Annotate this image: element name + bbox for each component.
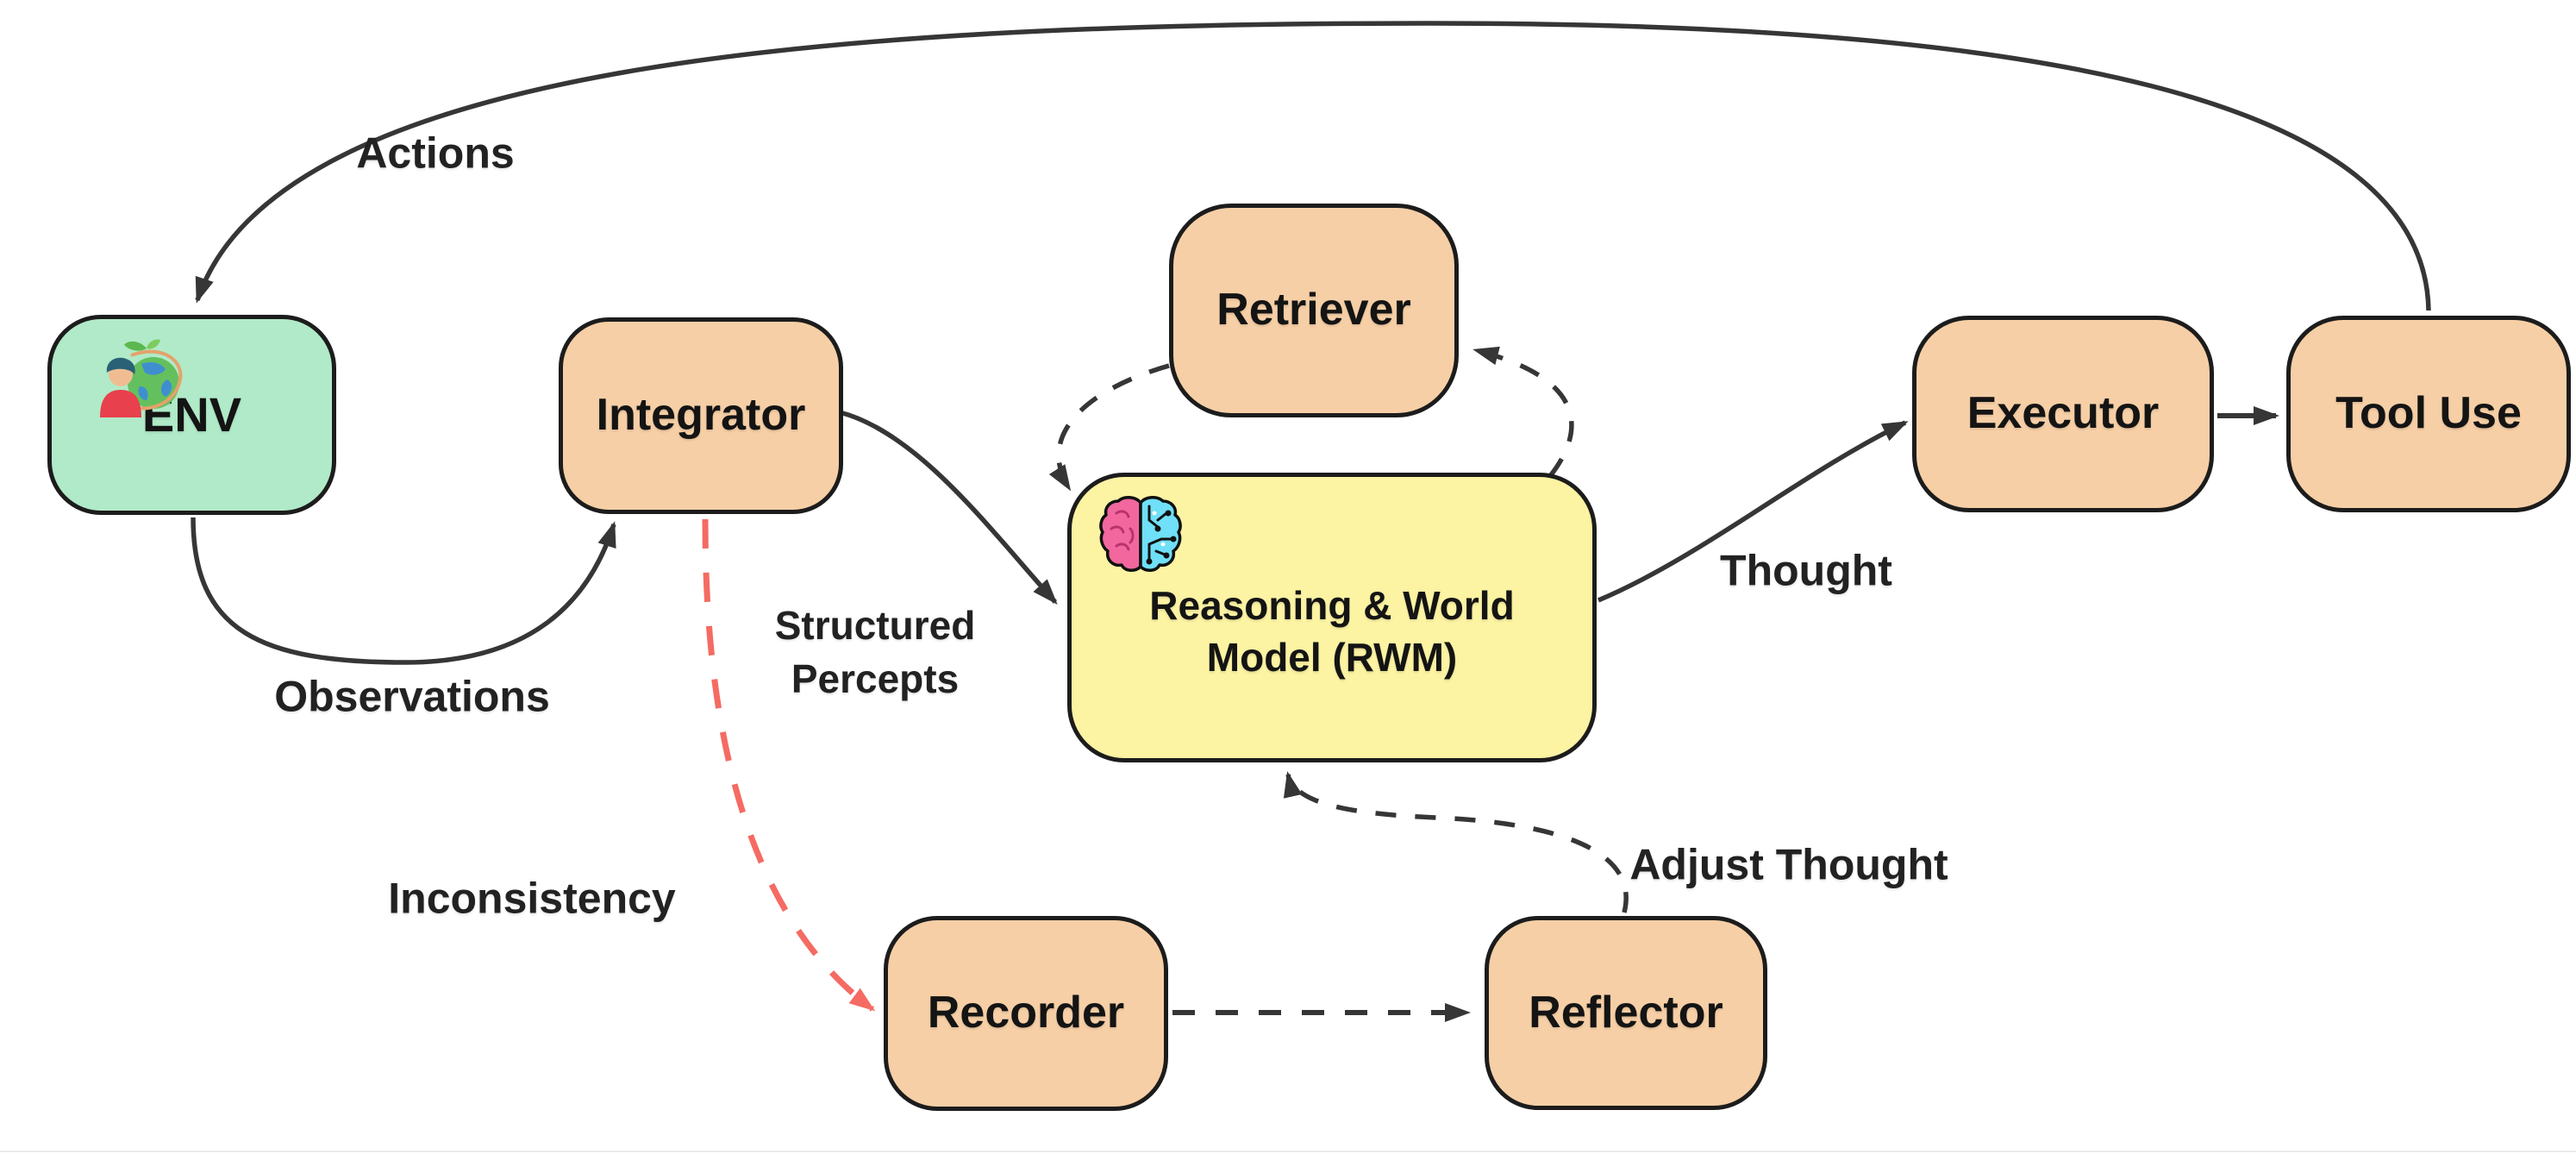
node-label-rwm: Reasoning & World Model (RWM) [1149,583,1515,680]
edge-label-observations: Observations [274,672,550,721]
node-retriever: Retriever [1169,204,1459,417]
node-label-integrator: Integrator [596,390,806,441]
edge-label-adjust-thought: Adjust Thought [1629,840,1948,889]
brain-icon [1099,494,1182,574]
node-env: ENV [47,315,336,515]
edge-rwm-to-retriever [1472,346,1574,478]
edge-label-structured-percepts: Structured Percepts [774,602,976,701]
edge-label-thought: Thought [1720,546,1892,595]
edge-thought [1597,420,1909,603]
edge-observations [191,517,616,665]
edge-structured-percepts [839,410,1058,605]
edge-inconsistency [702,518,876,1012]
node-tool-use: Tool Use [2286,316,2571,512]
node-integrator: Integrator [559,317,843,514]
canvas-bottom-edge [0,1151,2576,1152]
edge-retriever-to-rwm [1048,363,1170,492]
edge-label-inconsistency: Inconsistency [388,874,676,923]
edge-actions [195,21,2431,311]
node-reflector: Reflector [1485,916,1767,1110]
node-label-executor: Executor [1966,388,2160,439]
node-recorder: Recorder [884,916,1168,1111]
node-label-retriever: Retriever [1216,285,1411,336]
edge-adjust-thought [1283,771,1629,913]
node-rwm: Reasoning & World Model (RWM) [1067,473,1597,762]
edge-label-actions: Actions [356,129,515,178]
node-label-reflector: Reflector [1529,987,1723,1038]
node-label-recorder: Recorder [927,988,1125,1038]
node-executor: Executor [1912,316,2214,512]
person-globe-icon [97,338,191,424]
node-label-tool-use: Tool Use [2335,388,2522,439]
